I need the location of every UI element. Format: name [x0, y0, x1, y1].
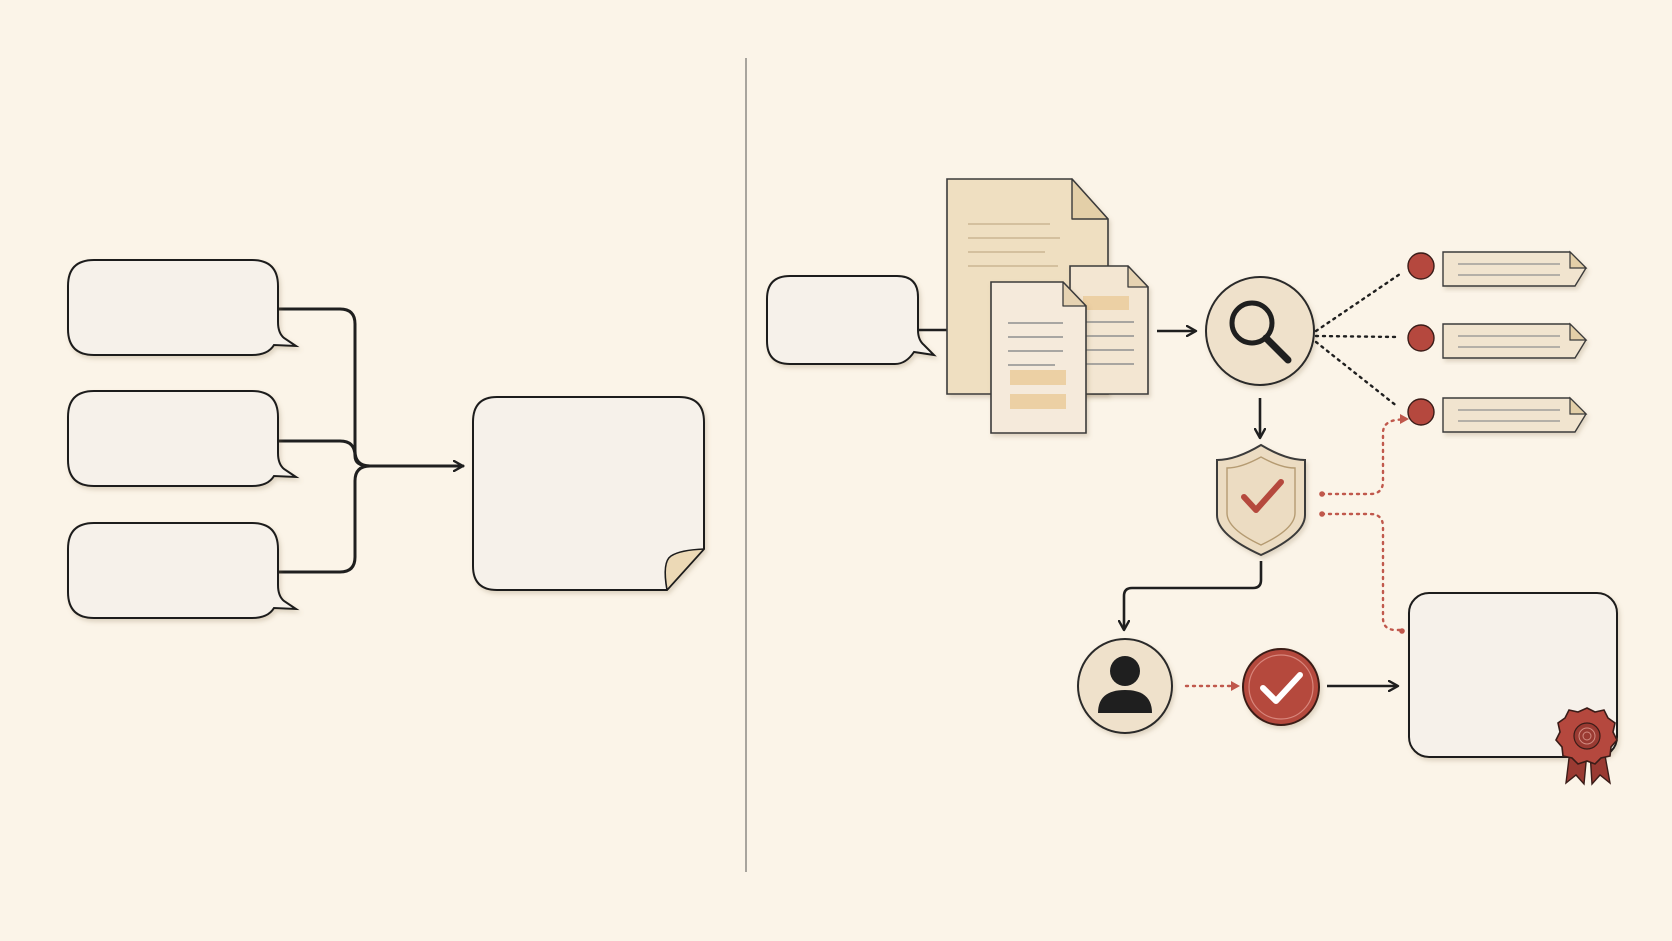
input-bubble-3: [67, 522, 300, 619]
evidence-item-1: [1407, 250, 1588, 287]
connector-bottom: [276, 464, 372, 574]
documents-icon: [946, 178, 1149, 434]
verification-link-dot-2: [1319, 511, 1325, 517]
link-shield-to-evidence: [1320, 417, 1408, 496]
input-bubble-1: [67, 259, 300, 356]
evidence-bullet-1: [1407, 252, 1435, 280]
dotted-arrowhead-evidence: [1400, 414, 1409, 424]
left-panel: [67, 259, 705, 619]
link-shield-to-output: [1320, 512, 1402, 632]
arrow-shield-to-reviewer: [1124, 561, 1263, 630]
connector-middle: [276, 439, 372, 468]
evidence-item-2: [1407, 322, 1588, 359]
right-panel: [766, 178, 1618, 786]
wax-seal-icon: [1555, 707, 1618, 786]
verification-link-end-dot: [1399, 628, 1405, 634]
document-small-right: [1069, 265, 1149, 395]
shield-check-icon: [1216, 443, 1306, 557]
verification-links: [1184, 417, 1408, 688]
search-evidence-links: [1314, 272, 1402, 409]
input-bubble-2: [67, 390, 300, 487]
query-bubble: [766, 275, 937, 365]
left-output-card: [472, 396, 705, 591]
document-small-front: [990, 281, 1087, 434]
right-output-card: [1408, 592, 1618, 758]
evidence-bullet-3: [1407, 398, 1435, 426]
folded-corner: [664, 548, 705, 591]
left-connectors: [276, 307, 465, 574]
evidence-bullet-2: [1407, 324, 1435, 352]
check-badge-icon: [1242, 648, 1320, 726]
magnifier-icon: [1205, 276, 1315, 386]
dotted-arrowhead-approval: [1231, 681, 1240, 691]
verification-link-dot-1: [1319, 491, 1325, 497]
person-icon: [1077, 638, 1173, 734]
evidence-item-3: [1407, 396, 1588, 433]
